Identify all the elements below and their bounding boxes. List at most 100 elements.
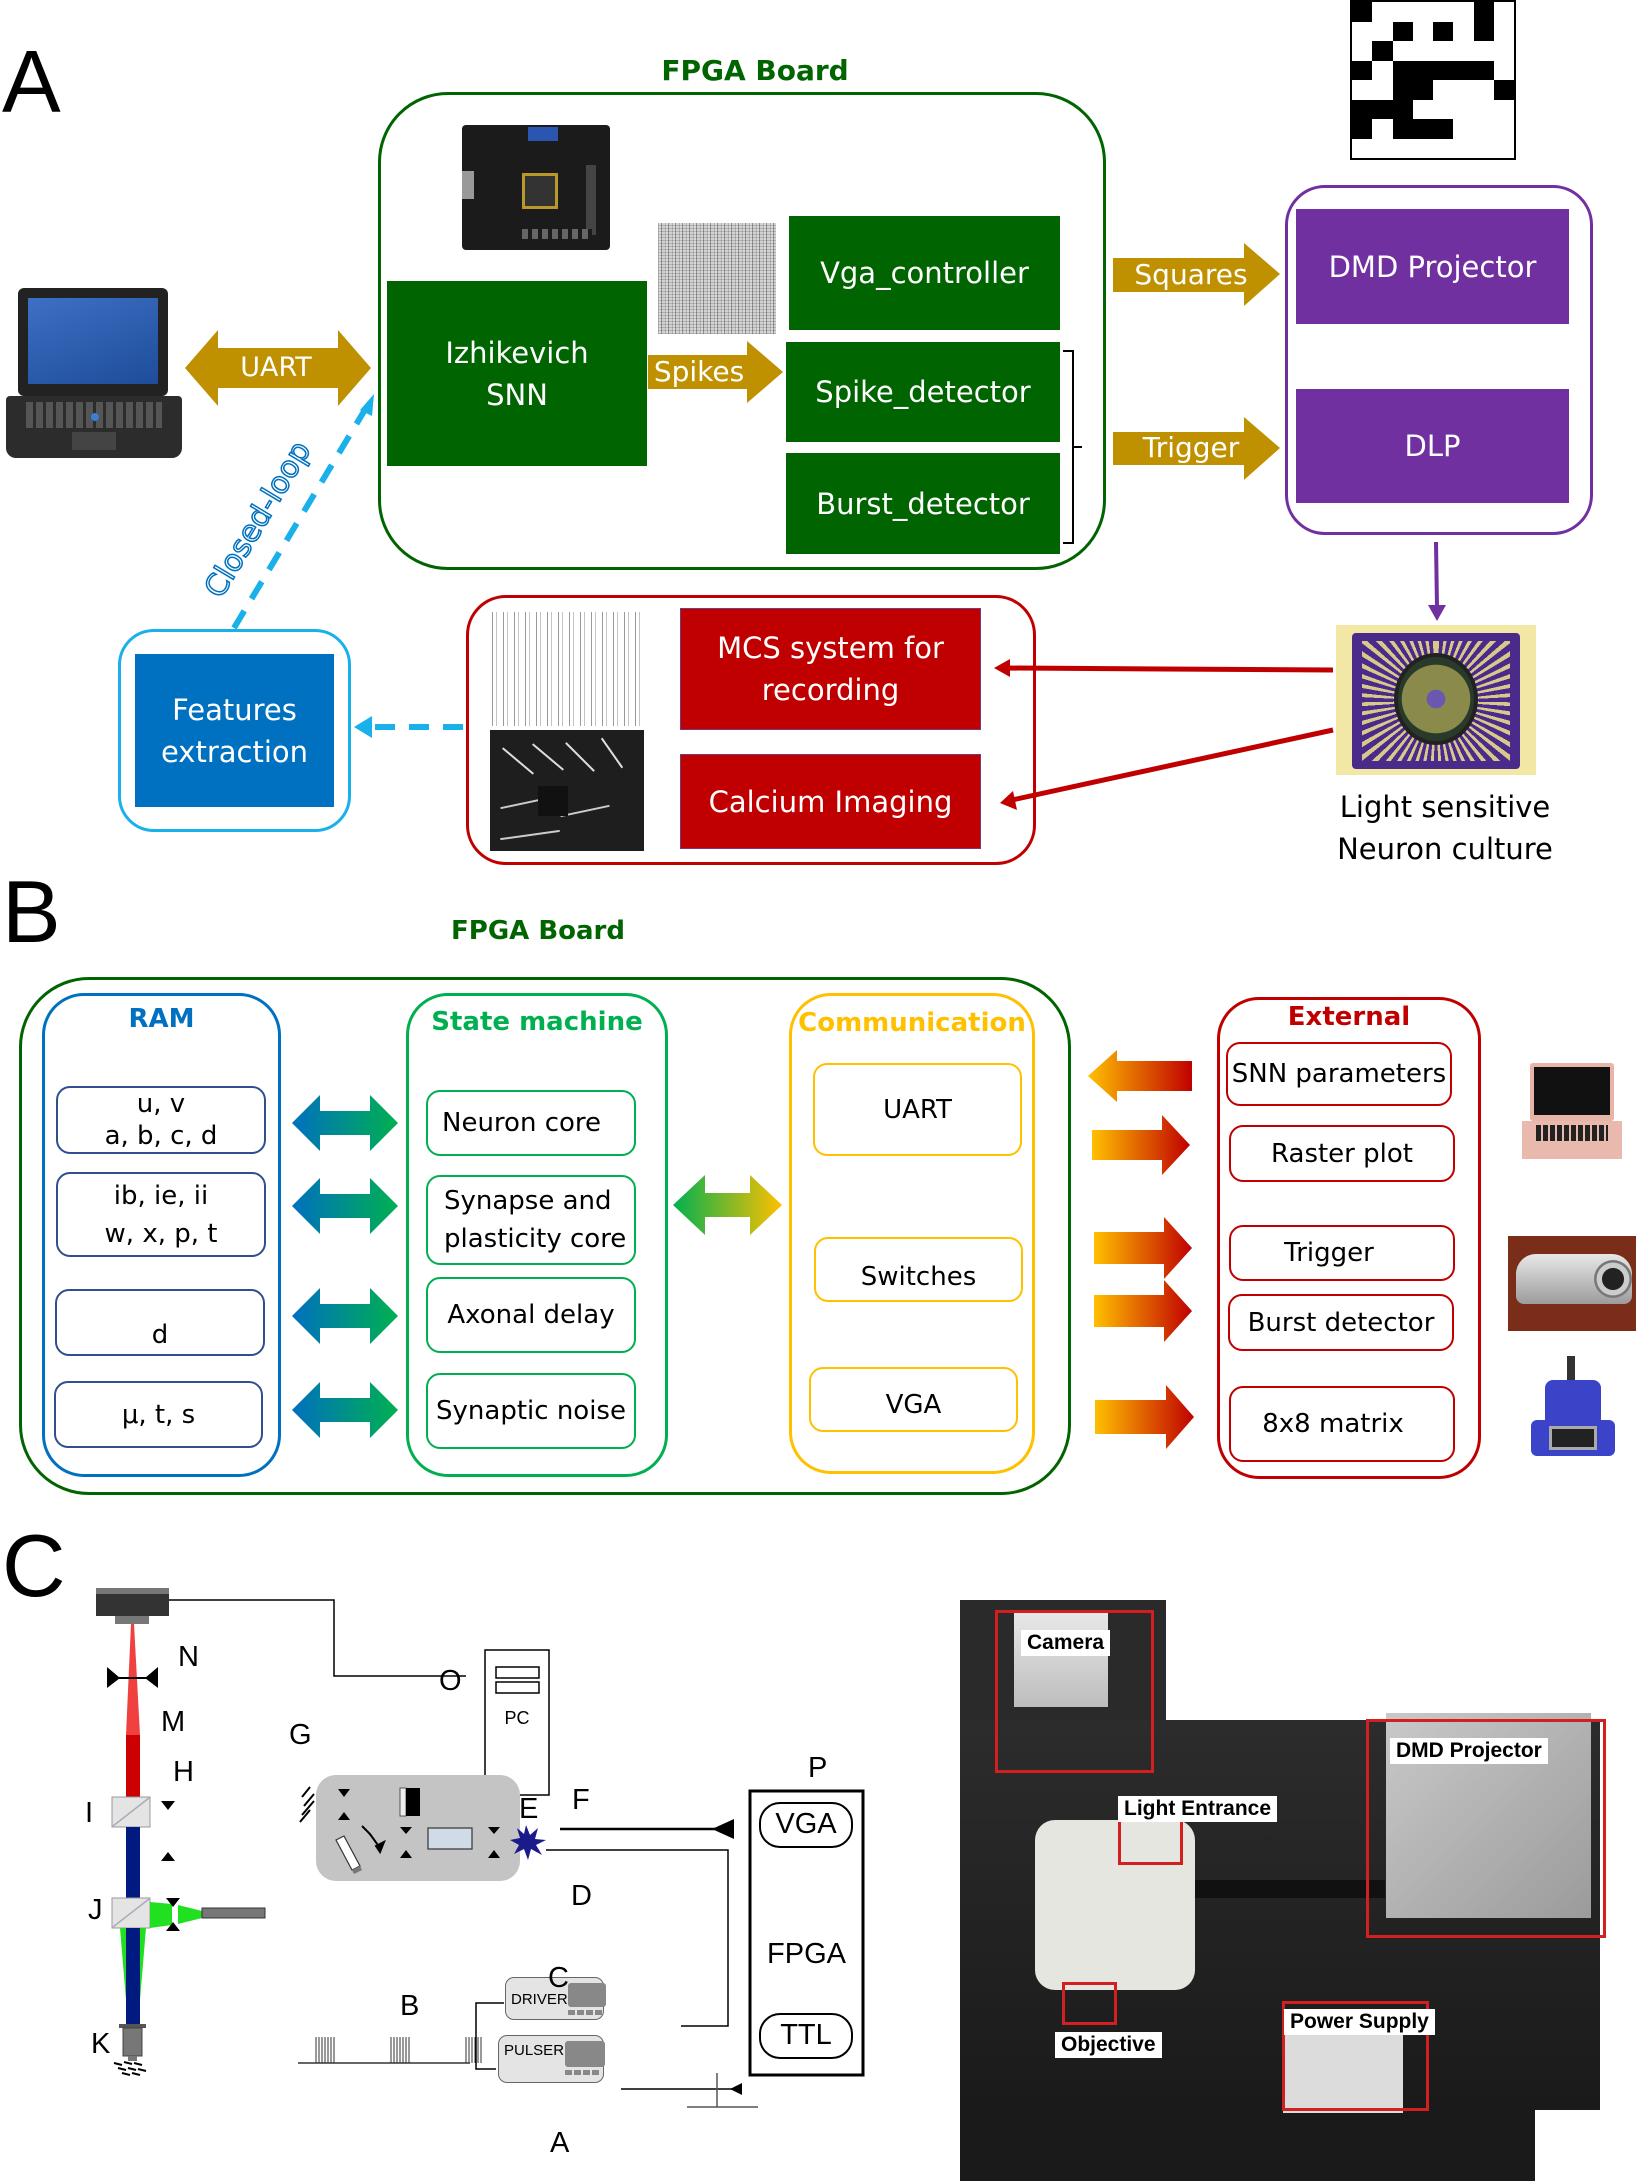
pattern-cell	[1473, 80, 1494, 100]
label-i: I	[85, 1797, 94, 1829]
pattern-cell	[1392, 21, 1413, 41]
camera-photo-label: Camera	[1021, 1630, 1111, 1656]
camera-pc-cable	[169, 1599, 466, 1677]
lens-e3	[488, 1827, 500, 1858]
pattern-cell	[1493, 119, 1514, 139]
pattern-cell	[1453, 41, 1474, 61]
pulser-label: PULSER	[504, 2042, 565, 2059]
spike-burst-3	[465, 2037, 482, 2063]
ram-container	[42, 993, 281, 1477]
fpga-board-container	[378, 92, 1106, 570]
pattern-cell	[1433, 119, 1454, 139]
objective-frame	[1062, 1982, 1117, 2025]
uart-arrow	[185, 330, 371, 406]
pattern-cell	[1453, 99, 1474, 119]
vga-block: VGA	[809, 1367, 1018, 1432]
camera-frame	[995, 1610, 1154, 1773]
synaptic-noise-block: Synaptic noise	[426, 1373, 636, 1449]
pattern-cell	[1453, 80, 1474, 100]
pattern-cell	[1372, 21, 1393, 41]
pattern-cell	[1453, 119, 1474, 139]
culture-to-mcs-arrowhead	[994, 659, 1010, 677]
external-to-fpga-arrow	[1088, 1050, 1192, 1102]
dmd-enclosure	[316, 1775, 520, 1881]
spikes-arrow	[648, 341, 783, 403]
laptop-icon	[4, 288, 184, 459]
projector-to-culture-line	[1434, 541, 1439, 609]
lens-e1	[338, 1789, 350, 1820]
communication-container	[789, 993, 1035, 1474]
snn-parameters-block: SNN parameters	[1226, 1042, 1452, 1106]
trigger-arrow	[1113, 417, 1280, 480]
pattern-cell	[1372, 99, 1393, 119]
raster-plot-arrow	[1092, 1115, 1190, 1175]
emission-beam-red	[126, 1624, 140, 1735]
dmd-projector-frame	[1366, 1719, 1606, 1938]
excitation-beam-blue-lower	[126, 1928, 140, 2024]
pattern-cell	[1473, 41, 1494, 61]
led-driver-device: DRIVER	[505, 1977, 606, 2020]
excitation-beam-blue	[126, 1827, 140, 1898]
pattern-cell	[1493, 2, 1514, 22]
projector-photo	[1508, 1236, 1636, 1331]
diffuser-block	[427, 1827, 473, 1850]
power-supply-frame	[1282, 2001, 1429, 2111]
pattern-cell	[1412, 60, 1433, 80]
pattern-cell	[1473, 60, 1494, 80]
stimulation-pattern-8x8	[1350, 0, 1516, 160]
uart-arrow-label: UART	[240, 352, 312, 383]
culture-caption-line2: Neuron culture	[1337, 832, 1553, 866]
dmd-projector-block: DMD Projector	[1296, 209, 1569, 324]
calcium-image	[490, 730, 644, 851]
mea-raster-image	[490, 612, 644, 726]
uart-block: UART	[813, 1063, 1022, 1156]
vga-cable-photo	[1527, 1356, 1621, 1466]
light-guide-photo	[1195, 1880, 1385, 1898]
label-k: K	[91, 2028, 111, 2060]
pattern-cell	[1473, 21, 1494, 41]
pattern-cell	[1392, 2, 1413, 22]
pattern-cell	[1493, 41, 1514, 61]
pattern-cell	[1392, 138, 1413, 158]
detector-bracket	[1063, 350, 1082, 544]
pattern-cell	[1412, 119, 1433, 139]
pattern-cell	[1493, 138, 1514, 158]
neuron-culture-caption: Light sensitive Neuron culture	[1300, 786, 1590, 870]
pattern-cell	[1372, 2, 1393, 22]
fpga-board-title: FPGA Board	[661, 54, 849, 87]
culture-to-calcium-line	[1011, 727, 1334, 803]
axonal-delay-block: Axonal delay	[426, 1277, 636, 1353]
pattern-cell	[1493, 99, 1514, 119]
lens-lateral	[166, 1898, 180, 1931]
features-extraction-block: Features extraction	[135, 654, 334, 807]
recording-to-features-arrowhead	[354, 716, 372, 738]
pattern-cell	[1392, 99, 1413, 119]
vga-port-label: VGA	[775, 1808, 837, 1840]
state-communication-arrow	[673, 1175, 782, 1235]
raster-plot-block: Raster plot	[1229, 1125, 1455, 1182]
mcs-recording-block: MCS system for recording	[680, 608, 981, 730]
pattern-cell	[1473, 99, 1494, 119]
spike-burst-2	[390, 2037, 410, 2063]
matrix-8x8-block: 8x8 matrix	[1229, 1386, 1455, 1462]
ram-item-synapse-params: ib, ie, ii w, x, p, t	[56, 1172, 266, 1257]
culture-to-mcs-line	[1005, 665, 1334, 673]
pattern-cell	[1352, 60, 1373, 80]
pattern-cell	[1412, 41, 1433, 61]
light-entrance-photo-label: Light Entrance	[1118, 1796, 1278, 1822]
dlp-block: DLP	[1296, 389, 1569, 503]
fpga-board-photo	[462, 125, 610, 250]
pattern-cell	[1453, 21, 1474, 41]
switches-block: Switches	[814, 1237, 1023, 1302]
ram-item-line1: u, v	[136, 1089, 186, 1119]
pattern-cell	[1433, 138, 1454, 158]
features-label-line1: Features	[172, 692, 297, 727]
lens-e2	[400, 1827, 412, 1858]
pattern-cell	[1412, 138, 1433, 158]
ram-item-line2: w, x, p, t	[104, 1218, 218, 1249]
led-driver-cable	[546, 1849, 729, 2027]
lens-angled	[361, 1825, 386, 1855]
burst-detector-block: Burst_detector	[786, 453, 1060, 554]
vga-connector	[712, 1819, 734, 1839]
